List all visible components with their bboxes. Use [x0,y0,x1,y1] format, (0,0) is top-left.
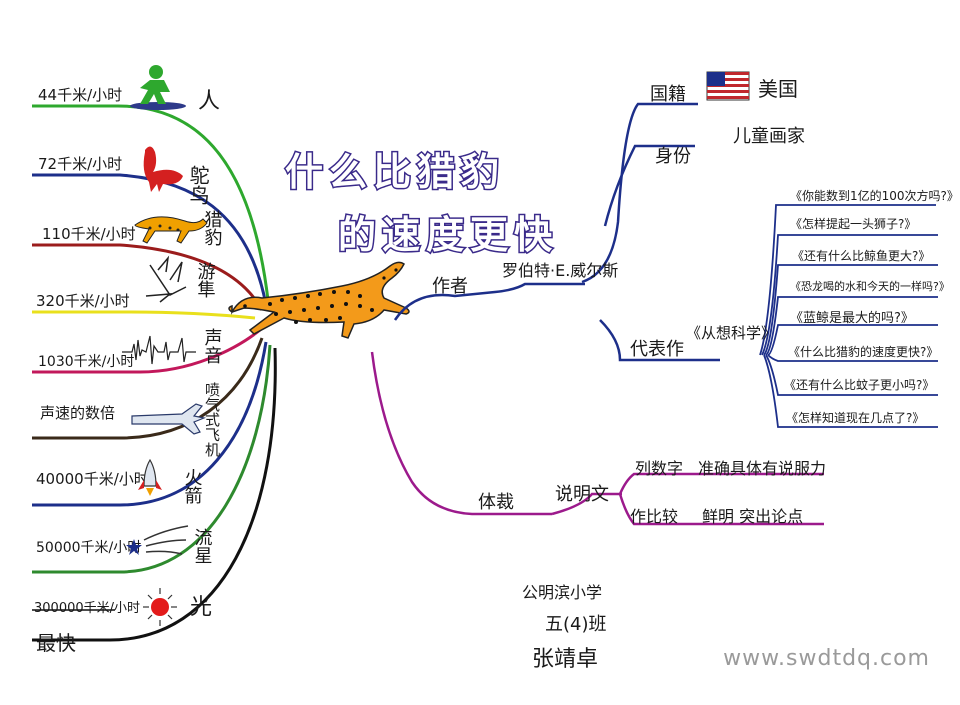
method-effect: 准确具体有说服力 [698,459,826,478]
speed-label-sound: 1030千米/小时 [38,354,134,370]
name-falcon: 游隼 [195,262,216,298]
signature-name: 张靖卓 [532,647,598,672]
ostrich-icon [143,146,183,192]
person-icon [130,65,186,110]
speed-label-person: 44千米/小时 [38,86,122,104]
fastest-label: 最快 [36,631,76,655]
author-signature: 公明滨小学 五(4)班 张靖卓 [522,583,607,672]
title-line-1: 什么比猎豹 [285,150,505,194]
genre-label: 体裁 [478,492,514,513]
name-jet: 喷气式飞机 [203,382,221,458]
speed-label-rocket: 40000千米/小时 [36,470,149,488]
method-name: 作比较 [630,507,678,526]
nationality-label: 国籍 [650,84,686,105]
works-list: 《你能数到1亿的100次方吗?》 《怎样提起一头狮子?》 《还有什么比鲸鱼更大?… [784,188,959,425]
name-ostrich: 鸵鸟 [186,165,210,205]
work-item: 《什么比猎豹的速度更快?》 [788,344,938,359]
speed-label-cheetah: 110千米/小时 [42,225,136,243]
work-item: 《你能数到1亿的100次方吗?》 [790,188,959,203]
map-title: 什么比猎豹 的速度更快 [284,149,558,259]
work-item: 《蓝鲸是最大的吗?》 [790,310,914,326]
name-light: 光 [190,595,212,620]
identity-value: 儿童画家 [733,126,805,147]
name-cheetah: 猎豹 [202,210,223,246]
nationality-value: 美国 [758,77,798,101]
signature-school: 公明滨小学 [522,583,602,602]
meteor-icon [126,525,189,555]
rocket-icon [138,458,162,496]
speed-label-ostrich: 72千米/小时 [38,155,122,173]
author-label: 作者 [432,276,468,297]
right-branch-lines [393,102,720,362]
title-line-2: 的速度更快 [338,213,558,257]
name-sound: 声音 [202,328,223,364]
method-effect: 鲜明 突出论点 [702,507,803,526]
left-branch-lines [32,104,277,642]
falcon-icon [145,255,187,303]
cheetah-center-icon [228,261,410,339]
sound-wave-icon [122,335,196,365]
light-icon [143,588,177,626]
jet-icon [131,403,207,435]
work-item: 《怎样知道现在几点了?》 [786,410,924,425]
speed-label-jet: 声速的数倍 [40,404,115,422]
speed-label-light: 300000千米/小时 [34,601,140,616]
works-label: 代表作 [630,339,684,360]
works-series: 《从想科学》 [686,324,776,342]
watermark: www.swdtdq.com [723,646,930,671]
cheetah-small-icon [134,216,208,244]
speed-labels: 44千米/小时 72千米/小时 110千米/小时 320千米/小时 1030千米… [34,86,149,655]
name-meteor: 流星 [192,528,213,564]
signature-class: 五(4)班 [545,614,607,635]
work-item: 《怎样提起一头狮子?》 [790,216,916,231]
work-item: 《恐龙喝的水和今天的一样吗?》 [790,279,950,293]
us-flag-icon [706,71,750,101]
object-names: 人 鸵鸟 猎豹 游隼 声音 喷气式飞机 火箭 流星 光 [182,89,223,620]
identity-label: 身份 [655,146,691,167]
name-rocket: 火箭 [182,468,203,504]
method-name: 列数字 [635,459,683,478]
name-person: 人 [198,89,220,114]
work-item: 《还有什么比蚊子更小吗?》 [784,377,934,392]
author-name: 罗伯特·E.威尔斯 [502,261,618,280]
genre-type: 说明文 [555,484,609,505]
speed-label-falcon: 320千米/小时 [36,292,130,310]
genre-branch-lines [370,351,824,526]
works-bracket-lines [759,204,938,428]
work-item: 《还有什么比鲸鱼更大?》 [792,248,930,263]
speed-label-meteor: 50000千米/小时 [36,540,141,556]
